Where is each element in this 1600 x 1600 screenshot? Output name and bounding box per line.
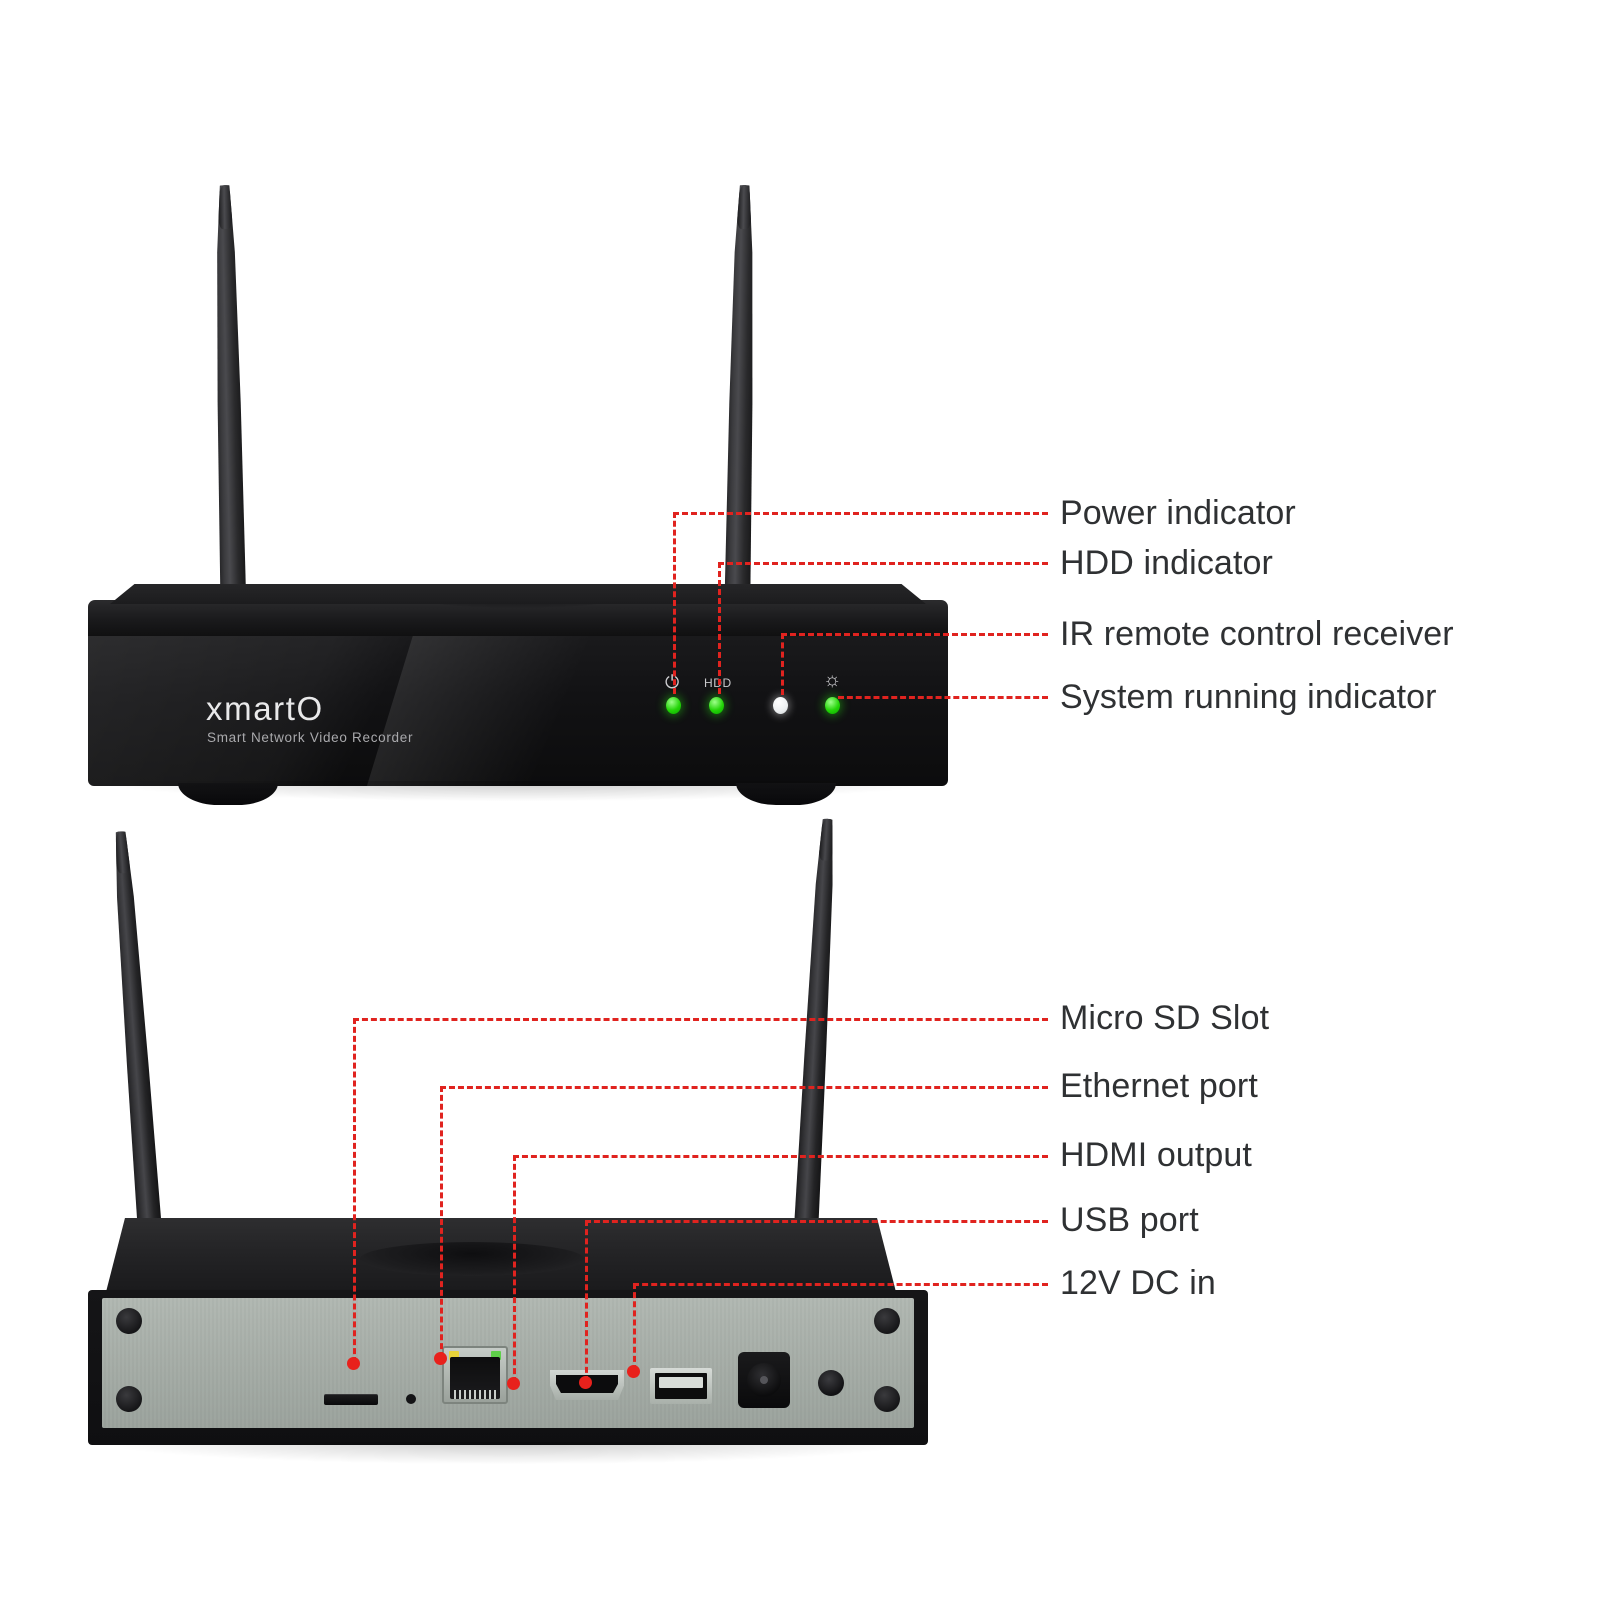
usb-port[interactable] — [650, 1368, 712, 1404]
callout-system-running: System running indicator — [1060, 678, 1437, 716]
dc-input-port[interactable] — [738, 1352, 790, 1408]
hdd-led — [709, 697, 724, 714]
antenna-front-left — [208, 185, 251, 606]
leader-ir-run — [781, 633, 1048, 636]
callout-usb-port: USB port — [1060, 1201, 1199, 1239]
leader-hdmi-riser — [513, 1155, 516, 1383]
callout-power-indicator: Power indicator — [1060, 494, 1296, 532]
front-chassis-top — [88, 588, 948, 636]
front-drop-shadow — [98, 781, 938, 801]
leader-usb-riser — [585, 1220, 588, 1382]
leader-system-run — [838, 696, 1048, 699]
screw-bottom-left — [116, 1386, 142, 1412]
leader-usb-run — [585, 1220, 1048, 1223]
callout-ethernet-port: Ethernet port — [1060, 1067, 1258, 1105]
foot-left — [178, 783, 278, 805]
brand-logo: xmartO — [206, 690, 324, 727]
top-vent — [418, 588, 618, 608]
screw-top-right — [874, 1308, 900, 1334]
rear-view-unit — [88, 830, 928, 1464]
hdd-label: HDD — [704, 676, 732, 690]
round-hole-icon — [818, 1370, 844, 1396]
rear-chassis-body — [88, 1290, 928, 1445]
front-face — [88, 636, 948, 786]
leader-sd-dot — [347, 1357, 360, 1370]
screw-bottom-right — [874, 1386, 900, 1412]
callout-dc-input: 12V DC in — [1060, 1264, 1216, 1302]
rear-top-vent — [360, 1242, 584, 1276]
leader-ir-riser — [781, 633, 784, 695]
dc-jack-pin — [760, 1376, 768, 1384]
leader-sd-run — [353, 1018, 1048, 1021]
ethernet-pins — [454, 1390, 496, 1399]
leader-hdd-riser — [718, 562, 721, 694]
power-led — [666, 697, 681, 714]
usb-tongue — [659, 1377, 703, 1388]
leader-power-riser — [673, 512, 676, 694]
callout-hdmi-output: HDMI output — [1060, 1136, 1252, 1174]
leader-sd-riser — [353, 1018, 356, 1363]
leader-ethernet-dot — [434, 1352, 447, 1365]
ir-receiver-led — [773, 697, 788, 714]
leader-power-run — [673, 512, 1048, 515]
ethernet-port[interactable] — [442, 1346, 508, 1404]
leader-dc-riser — [633, 1283, 636, 1371]
reset-pinhole-icon — [406, 1394, 416, 1404]
leader-usb-dot — [579, 1376, 592, 1389]
leader-hdmi-run — [513, 1155, 1048, 1158]
leader-dc-run — [633, 1283, 1048, 1286]
leader-ethernet-riser — [440, 1086, 443, 1358]
callout-hdd-indicator: HDD indicator — [1060, 544, 1273, 582]
ethernet-led-green — [491, 1351, 501, 1360]
leader-dc-dot — [627, 1365, 640, 1378]
leader-ethernet-run — [440, 1086, 1048, 1089]
leader-hdd-run — [718, 562, 1048, 565]
front-view-unit: xmartO Smart Network Video Recorder ⏻ HD… — [88, 185, 948, 805]
callout-ir-receiver: IR remote control receiver — [1060, 615, 1454, 653]
brand-tagline: Smart Network Video Recorder — [207, 730, 414, 745]
screw-top-left — [116, 1308, 142, 1334]
foot-right — [736, 783, 836, 805]
rear-drop-shadow — [108, 1442, 908, 1464]
antenna-front-right — [720, 185, 761, 606]
rear-metal-plate — [102, 1298, 914, 1428]
sun-brightness-icon: ☼ — [823, 669, 842, 691]
leader-hdmi-dot — [507, 1377, 520, 1390]
ethernet-led-amber — [449, 1351, 459, 1360]
callout-micro-sd-slot: Micro SD Slot — [1060, 999, 1270, 1037]
system-running-led — [825, 697, 840, 714]
micro-sd-slot-port[interactable] — [324, 1394, 378, 1405]
